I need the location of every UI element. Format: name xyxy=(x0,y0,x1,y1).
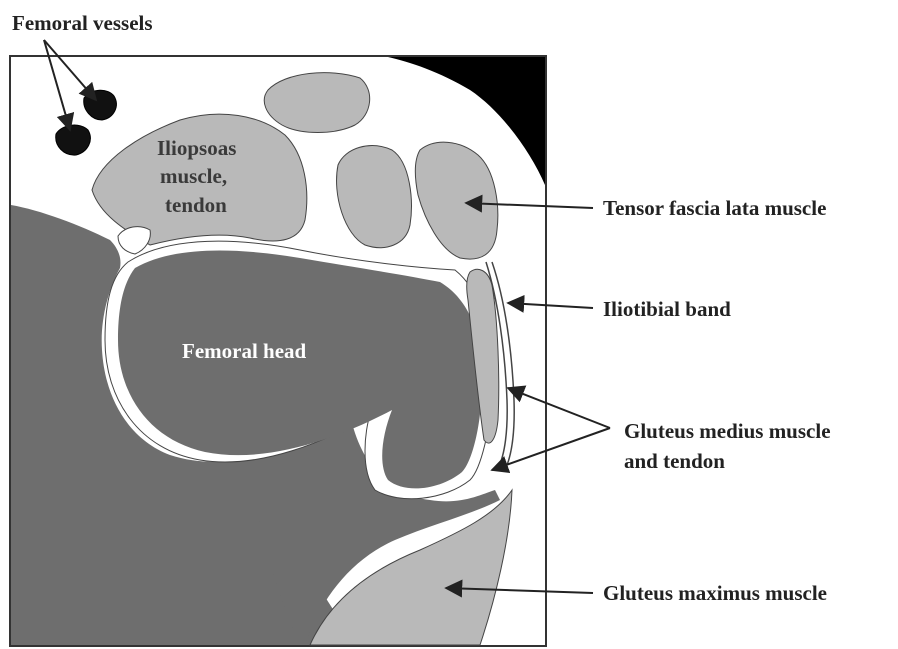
label-iliopsoas-2: muscle, xyxy=(160,164,227,188)
label-gluteus-medius-2: and tendon xyxy=(624,449,725,473)
label-tensor-fascia-lata: Tensor fascia lata muscle xyxy=(603,196,826,220)
sartorius-muscle xyxy=(264,73,369,133)
label-gluteus-medius-1: Gluteus medius muscle xyxy=(624,419,831,443)
label-iliopsoas-3: tendon xyxy=(165,193,227,217)
label-iliopsoas-1: Iliopsoas xyxy=(157,136,236,160)
label-femoral-head: Femoral head xyxy=(182,339,307,363)
label-gluteus-maximus: Gluteus maximus muscle xyxy=(603,581,827,605)
label-femoral-vessels: Femoral vessels xyxy=(12,11,153,35)
label-iliotibial-band: Iliotibial band xyxy=(603,297,731,321)
